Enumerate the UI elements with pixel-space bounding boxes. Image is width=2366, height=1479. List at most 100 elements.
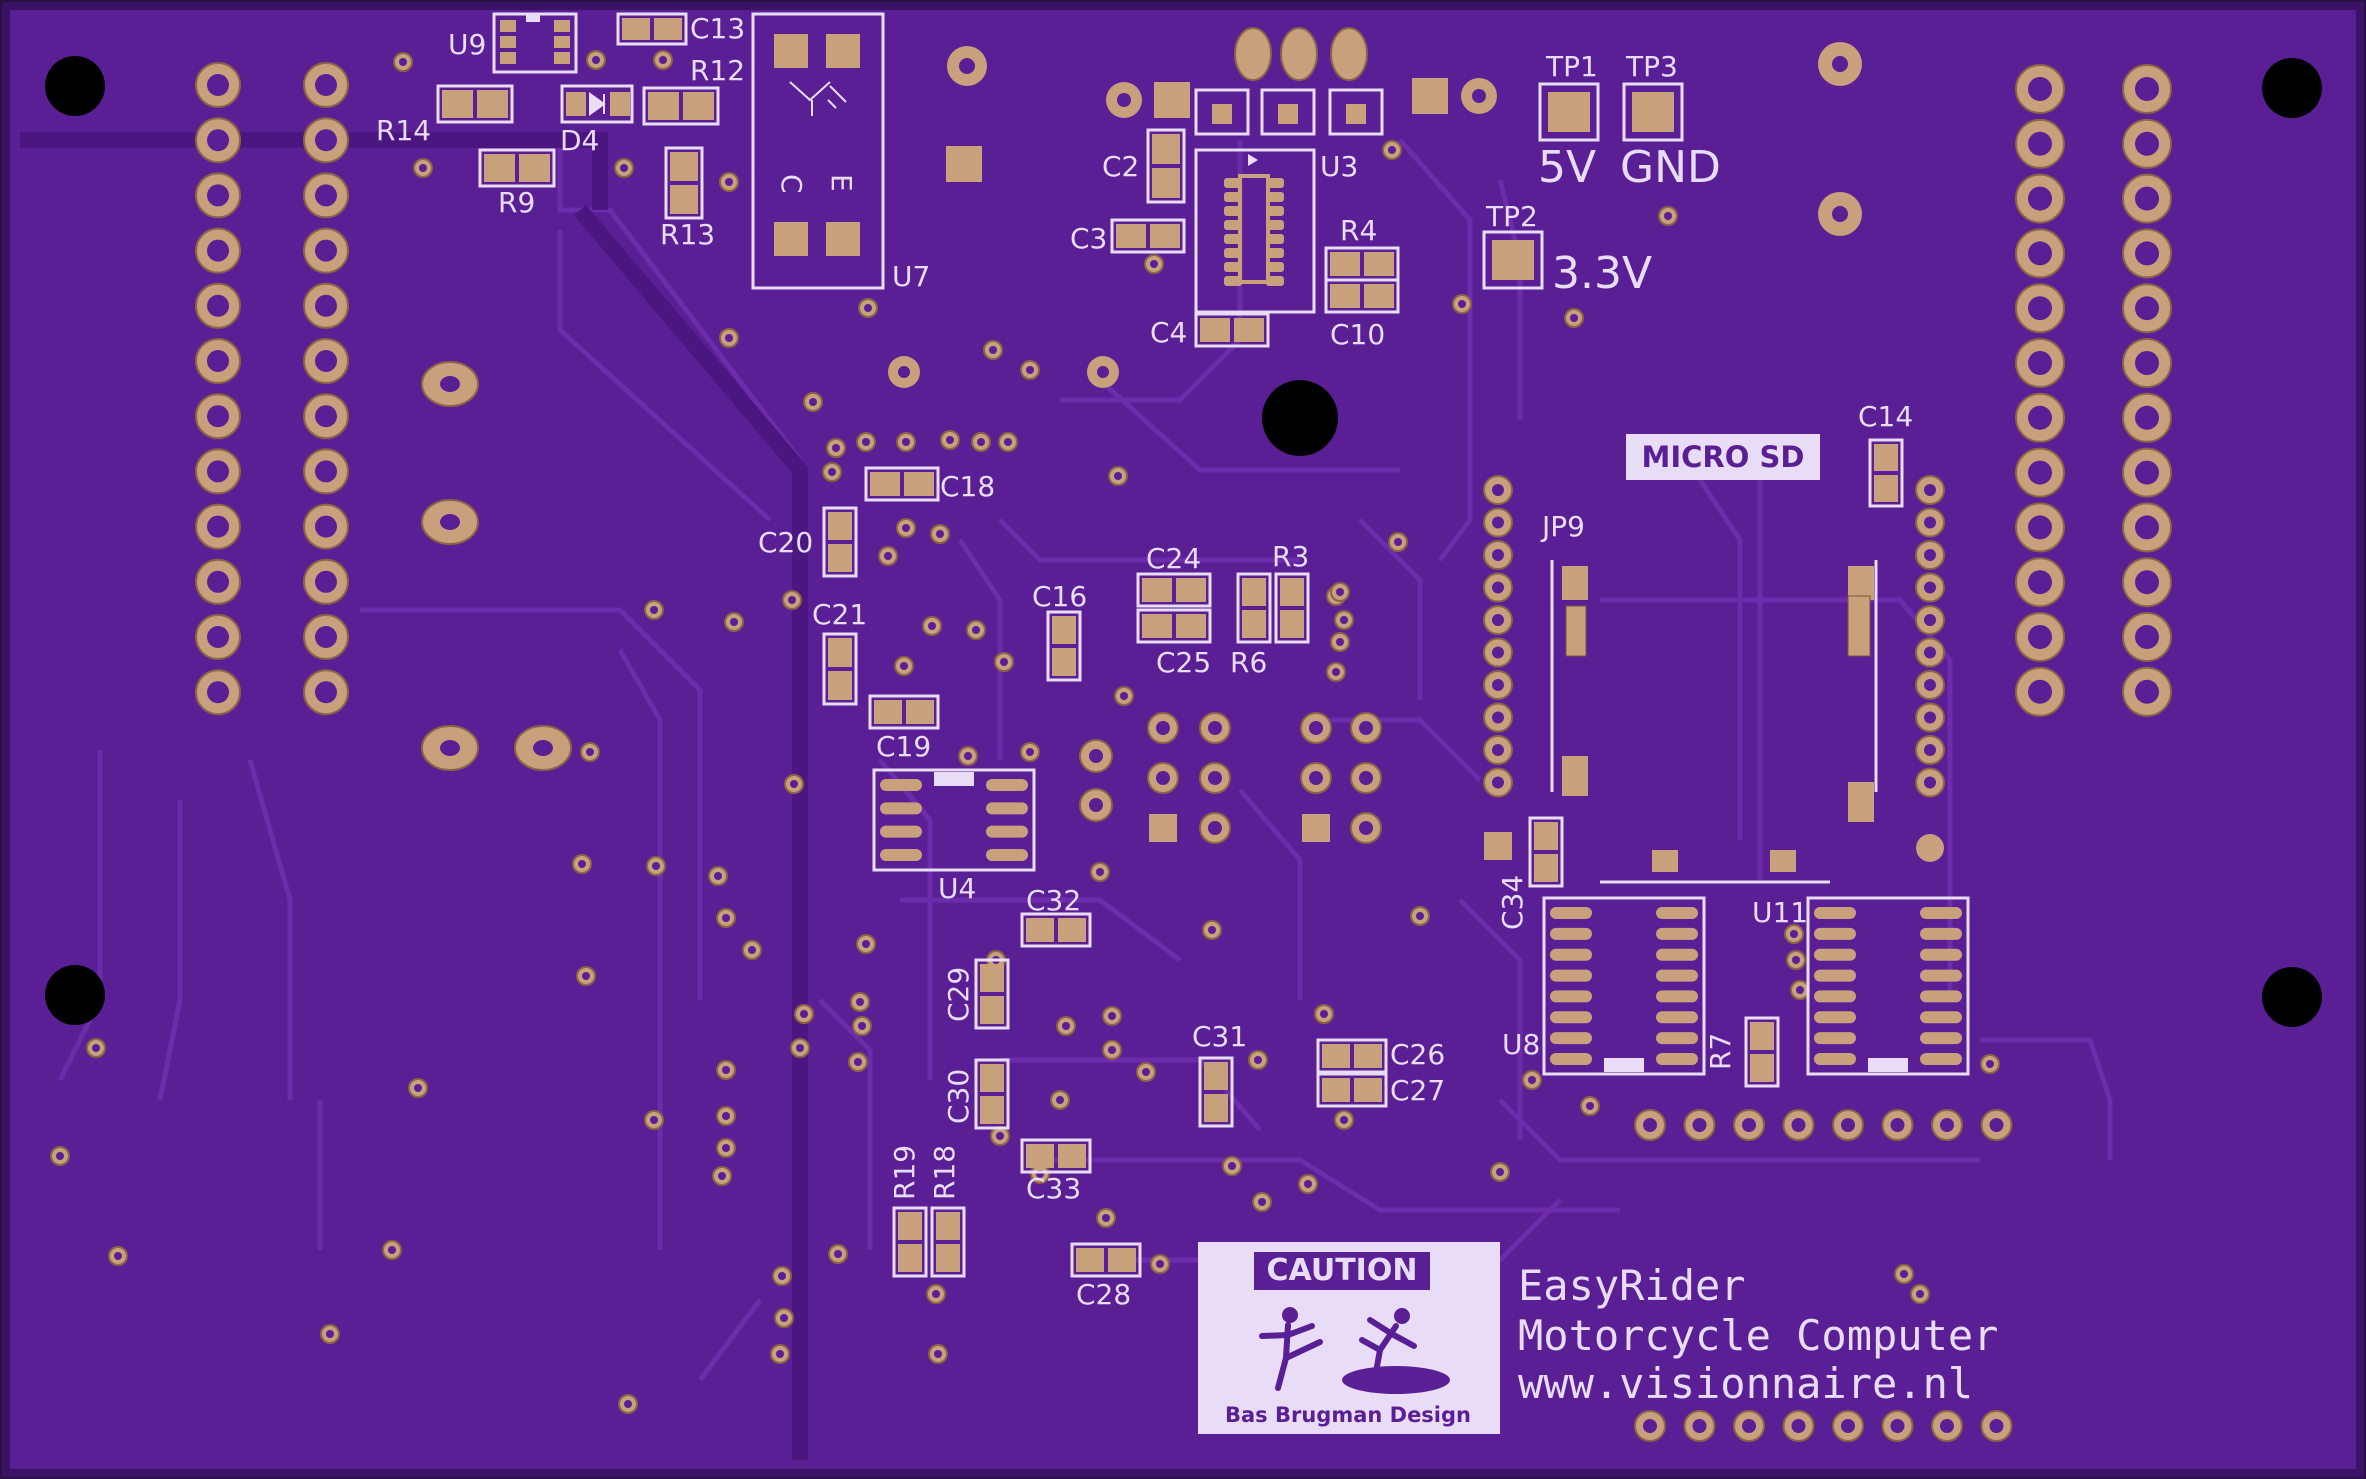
5v-label: 5V	[1538, 142, 1596, 193]
header-pin	[2122, 283, 2172, 334]
caution-logo: CAUTION Bas Brugman Design	[1198, 1242, 1500, 1434]
smd-components	[436, 12, 1904, 1278]
smd-part	[1136, 608, 1212, 644]
bottom-pin-header	[1634, 1109, 2013, 1442]
via	[1784, 924, 1804, 944]
sd-pin	[1915, 637, 1945, 668]
sd-pin	[1915, 767, 1945, 798]
via	[1564, 308, 1584, 328]
c27-label: C27	[1390, 1074, 1445, 1107]
via	[1248, 1050, 1268, 1070]
header-pin	[2122, 64, 2172, 114]
header-pin	[195, 282, 241, 329]
r9-label: R9	[498, 186, 535, 219]
via	[826, 438, 846, 458]
header-pin	[303, 62, 349, 108]
header-pin	[195, 669, 241, 716]
sd-pin	[1483, 507, 1513, 538]
dip-pad	[1350, 762, 1382, 794]
c29-label: C29	[942, 967, 975, 1022]
c3-label: C3	[1070, 222, 1107, 255]
copper-traces	[20, 137, 2113, 1460]
sd-pin	[1483, 540, 1513, 570]
header-pin	[1782, 1410, 1815, 1442]
header-pin	[2122, 228, 2172, 279]
microsd-label: MICRO SD	[1642, 440, 1805, 474]
microsd-slot	[1550, 560, 1878, 884]
smd-part	[822, 506, 858, 578]
smd-part	[1274, 572, 1310, 644]
smd-part	[892, 1206, 928, 1278]
via	[922, 616, 942, 636]
designer-text: Bas Brugman Design	[1225, 1403, 1471, 1427]
header-pin	[2122, 338, 2172, 388]
c33-label: C33	[1026, 1172, 1081, 1205]
c25-label: C25	[1156, 646, 1211, 679]
mounting-holes	[45, 56, 2322, 1027]
smd-part	[1046, 610, 1082, 682]
via	[618, 1394, 638, 1414]
r6-label: R6	[1230, 646, 1267, 679]
via	[896, 518, 916, 538]
via	[983, 340, 1003, 360]
header-pin	[2122, 557, 2172, 608]
smd-part	[616, 12, 688, 46]
u4-label: U4	[938, 872, 976, 905]
r19-label: R19	[888, 1145, 921, 1200]
header-pin	[1980, 1410, 2013, 1442]
c31-label: C31	[1192, 1020, 1247, 1053]
via	[108, 1246, 128, 1266]
smd-part	[1744, 1016, 1780, 1088]
smd-part	[1316, 1072, 1388, 1108]
header-pin	[1980, 1109, 2013, 1141]
u11-package	[1806, 896, 1970, 1076]
sd-pin	[1915, 540, 1945, 570]
via	[644, 600, 664, 620]
vias	[50, 50, 2000, 1414]
sd-pin	[1483, 670, 1513, 700]
header-pin	[195, 448, 241, 495]
u3-label: U3	[1320, 150, 1358, 183]
header-pin	[1931, 1410, 1963, 1442]
header-pin	[2122, 612, 2172, 662]
via	[646, 856, 666, 876]
via	[1252, 1192, 1272, 1212]
via	[1452, 294, 1472, 314]
via	[856, 432, 876, 452]
via	[716, 1138, 736, 1158]
via	[994, 652, 1014, 672]
via	[856, 934, 876, 954]
header-pin	[2015, 666, 2065, 717]
via	[719, 172, 739, 192]
via	[794, 1004, 814, 1024]
c20-label: C20	[758, 526, 813, 559]
via	[782, 590, 802, 610]
via	[1114, 686, 1134, 706]
via	[393, 52, 413, 72]
smd-part	[1070, 1242, 1142, 1278]
dip-pad	[1147, 712, 1179, 744]
smd-part	[1868, 438, 1904, 508]
gnd-label: GND	[1620, 142, 1721, 193]
via	[712, 1166, 732, 1186]
via	[586, 50, 606, 70]
tp3-label: TP3	[1625, 50, 1678, 83]
header-pin	[2015, 228, 2065, 279]
right-pin-header	[2015, 64, 2172, 717]
u7-outline	[751, 12, 885, 290]
header-pin	[303, 117, 349, 164]
3v3-label: 3.3V	[1552, 248, 1652, 299]
via	[1382, 140, 1402, 160]
via	[848, 1052, 868, 1072]
via	[790, 1038, 810, 1058]
c34-label: C34	[1496, 875, 1529, 930]
smd-part	[868, 694, 940, 730]
large-pads	[888, 42, 1862, 388]
via	[850, 992, 870, 1012]
header-pin	[303, 172, 349, 219]
header-pin	[2015, 64, 2065, 114]
via	[724, 612, 744, 632]
via	[971, 432, 991, 452]
left-pin-header	[195, 62, 349, 716]
via	[1144, 254, 1164, 274]
